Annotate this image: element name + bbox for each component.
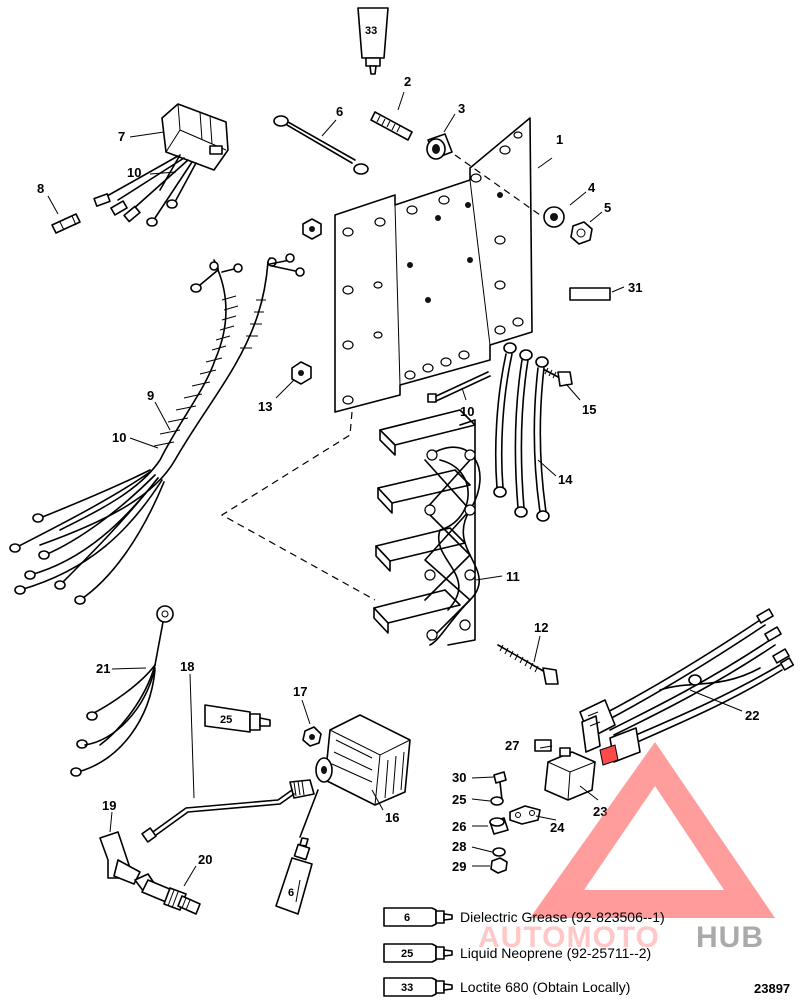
tube-label-33: 33 <box>365 25 377 37</box>
callout-3: 3 <box>458 101 465 116</box>
coil-bracket <box>373 409 481 646</box>
spark-plug <box>134 873 201 915</box>
flat-washer <box>543 206 565 228</box>
legend-text: Loctite 680 (Obtain Locally) <box>460 979 630 995</box>
high-tension-lead <box>141 789 295 843</box>
callout-19: 19 <box>102 798 116 813</box>
coil-harness <box>579 608 795 766</box>
callout-18: 18 <box>180 659 194 674</box>
nut-29 <box>490 857 508 874</box>
stud <box>370 111 413 141</box>
mounting-plate <box>334 117 533 413</box>
washer-28 <box>492 847 506 857</box>
ground-straps <box>493 342 550 522</box>
callout-25: 25 <box>452 792 466 807</box>
screw-12 <box>497 644 559 685</box>
callout-28: 28 <box>452 839 466 854</box>
callout-13: 13 <box>258 399 272 414</box>
legend-text: Dielectric Grease (92-823506--1) <box>460 909 665 925</box>
callout-21: 21 <box>96 661 110 676</box>
watermark: AUTOMOTO HUB <box>478 742 775 954</box>
legend-text: Liquid Neoprene (92-25711--2) <box>460 945 651 961</box>
legend-tube-label: 6 <box>404 912 410 924</box>
voltage-regulator <box>93 103 229 227</box>
callout-22: 22 <box>745 708 759 723</box>
bracket-24 <box>509 805 541 825</box>
legend: 6 Dielectric Grease (92-823506--1) 25 Li… <box>383 907 665 997</box>
callout-numbers: 1 2 3 4 5 6 7 10 8 31 13 10 15 9 10 14 1… <box>37 74 759 874</box>
nut <box>570 221 593 245</box>
legend-tube-label: 25 <box>401 948 413 960</box>
callout-27: 27 <box>505 738 519 753</box>
callout-14: 14 <box>558 472 573 487</box>
wire-harness <box>9 253 305 605</box>
cable-tie <box>427 371 491 403</box>
leader-lines <box>47 91 743 903</box>
grommet-26 <box>489 817 509 835</box>
callout-26: 26 <box>452 819 466 834</box>
callout-16: 16 <box>385 810 399 825</box>
callout-10-upper: 10 <box>127 165 141 180</box>
callout-20: 20 <box>198 852 212 867</box>
ground-strap <box>273 115 369 175</box>
callout-7: 7 <box>118 129 125 144</box>
callout-9: 9 <box>147 388 154 403</box>
watermark-text-2: HUB <box>696 921 764 954</box>
callout-6-upper: 6 <box>336 104 343 119</box>
tube-label-6: 6 <box>288 887 294 899</box>
tube-label-25: 25 <box>220 714 232 726</box>
watermark-text-1: AUTOMOTO <box>478 921 660 954</box>
callout-2: 2 <box>404 74 411 89</box>
hex-nut-17 <box>302 726 322 747</box>
decal-27 <box>534 739 552 752</box>
callout-8: 8 <box>37 181 44 196</box>
lock-nut-upper <box>302 218 322 240</box>
callout-10-middle: 10 <box>460 404 474 419</box>
callout-5: 5 <box>604 200 611 215</box>
callout-12: 12 <box>534 620 548 635</box>
callout-11: 11 <box>506 569 520 584</box>
callout-1: 1 <box>556 132 563 147</box>
callout-24: 24 <box>550 820 565 835</box>
callout-4: 4 <box>588 180 596 195</box>
bolt-15 <box>544 367 573 387</box>
watermark-logo <box>530 742 775 918</box>
lock-nut-lower <box>291 361 312 385</box>
washer-25 <box>490 796 504 806</box>
key-plate <box>569 287 611 301</box>
ignition-coil <box>289 714 411 806</box>
callout-17: 17 <box>293 684 307 699</box>
callout-10-lower: 10 <box>112 430 126 445</box>
screw-30 <box>493 771 507 801</box>
sealant-tube-25: 25 <box>204 704 271 733</box>
callout-29: 29 <box>452 859 466 874</box>
legend-row-loctite: 33 Loctite 680 (Obtain Locally) <box>383 977 630 997</box>
legend-tube-label: 33 <box>401 982 413 994</box>
sealant-tube-6: 6 <box>275 837 313 915</box>
spark-plug-boot <box>99 831 141 885</box>
spacer <box>426 133 453 160</box>
callout-31: 31 <box>628 280 642 295</box>
figure-number: 23897 <box>754 981 790 996</box>
ignition-harness <box>70 605 174 777</box>
callout-15: 15 <box>582 402 596 417</box>
fuse <box>51 213 81 234</box>
legend-row-dielectric-grease: 6 Dielectric Grease (92-823506--1) <box>383 907 665 927</box>
sealant-tube-33: 33 <box>357 7 389 75</box>
legend-row-liquid-neoprene: 25 Liquid Neoprene (92-25711--2) <box>383 943 651 963</box>
callout-30: 30 <box>452 770 466 785</box>
